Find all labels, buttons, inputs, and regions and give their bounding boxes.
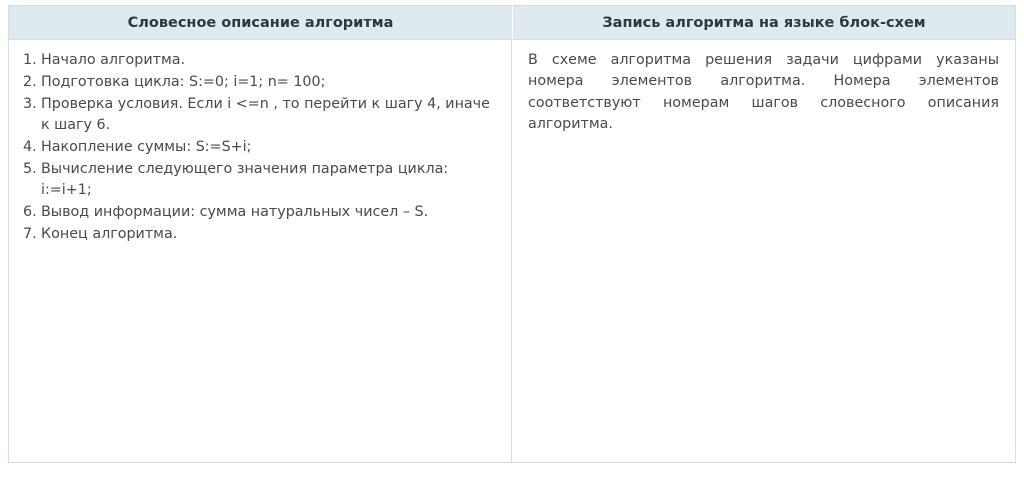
step-number: 4. (23, 139, 37, 156)
list-item: 7. Конец алгоритма. (23, 224, 497, 245)
list-item: 2. Подготовка цикла: S:=0; i=1; n= 100; (23, 72, 497, 93)
table-body-row: 1. Начало алгоритма. 2. Подготовка цикла… (9, 40, 1015, 462)
list-item: 6. Вывод информации: сумма натуральных ч… (23, 202, 497, 223)
step-number: 6. (23, 204, 37, 221)
step-text: Конец алгоритма. (41, 226, 178, 243)
step-text: Накопление суммы: S:=S+i; (41, 139, 252, 156)
step-text: Вывод информации: сумма натуральных чисе… (41, 204, 429, 221)
step-text: Подготовка цикла: S:=0; i=1; n= 100; (41, 74, 326, 91)
column-header-flowchart-notation: Запись алгоритма на языке блок-схем (512, 6, 1015, 39)
step-number: 1. (23, 52, 37, 68)
list-item: 5. Вычисление следующего значения параме… (23, 159, 497, 201)
step-text: Вычисление следующего значения параметра… (41, 161, 449, 199)
step-text: Начало алгоритма. (41, 52, 186, 68)
column-header-verbal-description: Словесное описание алгоритма (127, 14, 394, 31)
flowchart-cell: В схеме алгоритма решения задачи цифрами… (512, 40, 1015, 462)
list-item: 4. Накопление суммы: S:=S+i; (23, 137, 497, 158)
algorithm-steps-list: 1. Начало алгоритма. 2. Подготовка цикла… (23, 50, 497, 245)
flowchart-intro-text: В схеме алгоритма решения задачи цифрами… (528, 52, 999, 133)
step-number: 2. (23, 74, 37, 91)
list-item: 1. Начало алгоритма. (23, 50, 497, 71)
step-text: Проверка условия. Если i <=n , то перейт… (41, 96, 490, 134)
comparison-table: Словесное описание алгоритма Запись алго… (8, 5, 1016, 463)
step-number: 5. (23, 161, 37, 178)
list-item: 3. Проверка условия. Если i <=n , то пер… (23, 94, 497, 136)
verbal-description-cell: 1. Начало алгоритма. 2. Подготовка цикла… (9, 40, 512, 462)
page-root: Словесное описание алгоритма Запись алго… (8, 5, 1016, 463)
step-number: 3. (23, 96, 37, 113)
step-number: 7. (23, 226, 37, 243)
table-header-row: Словесное описание алгоритма Запись алго… (9, 6, 1015, 40)
